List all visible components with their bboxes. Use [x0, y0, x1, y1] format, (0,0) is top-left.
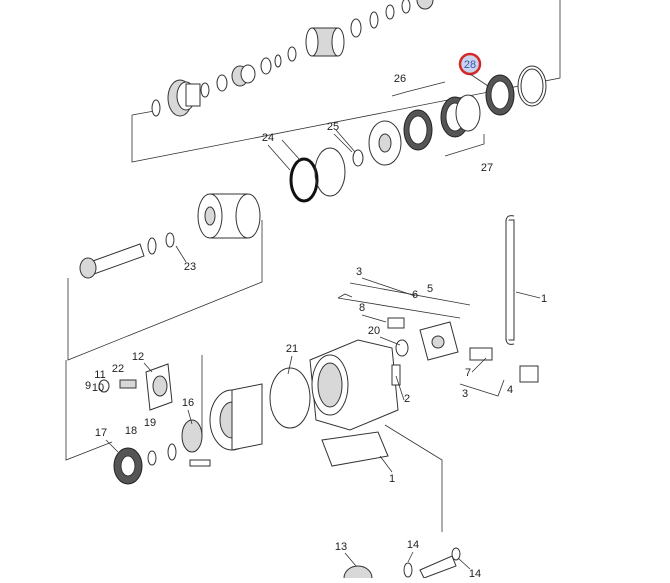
- label-13[interactable]: 13: [335, 541, 347, 553]
- label-11[interactable]: 11: [94, 369, 105, 381]
- label-8[interactable]: 8: [359, 302, 365, 314]
- label-10[interactable]: 10: [92, 382, 104, 394]
- label-20[interactable]: 20: [368, 325, 380, 337]
- bottom-shaft: [343, 547, 461, 583]
- pipe-assembly: [505, 215, 541, 345]
- label-19[interactable]: 19: [144, 417, 156, 429]
- label-22[interactable]: 22: [112, 363, 124, 375]
- top-shaft-parts: [151, 0, 434, 117]
- clutch-pack: [352, 65, 547, 167]
- label-2[interactable]: 2: [404, 393, 410, 405]
- label-16[interactable]: 16: [182, 397, 194, 409]
- label-3-upper[interactable]: 3: [356, 266, 362, 278]
- label-14-left[interactable]: 14: [407, 539, 419, 551]
- input-shaft: [67, 220, 263, 361]
- label-28[interactable]: 28: [464, 59, 476, 71]
- label-14-right[interactable]: 14: [469, 568, 481, 580]
- label-1-gasket[interactable]: 1: [389, 473, 395, 485]
- label-12[interactable]: 12: [132, 351, 144, 363]
- small-parts-left: [98, 379, 211, 485]
- label-25[interactable]: 25: [327, 121, 339, 133]
- drum: [197, 193, 261, 239]
- label-9[interactable]: 9: [85, 380, 91, 392]
- label-5[interactable]: 5: [427, 283, 433, 295]
- lower-left-frame: [65, 355, 203, 461]
- leader-lines: [105, 73, 489, 570]
- label-24[interactable]: 24: [262, 132, 274, 144]
- flange-cover: [145, 363, 173, 411]
- label-3-lower[interactable]: 3: [462, 388, 468, 400]
- label-23[interactable]: 23: [184, 261, 196, 273]
- valve-body: [337, 282, 539, 397]
- main-housing: [269, 339, 443, 532]
- label-26[interactable]: 26: [394, 73, 406, 85]
- label-6[interactable]: 6: [412, 289, 418, 301]
- label-7[interactable]: 7: [465, 367, 471, 379]
- label-17[interactable]: 17: [95, 427, 107, 439]
- pump-housing: [209, 383, 263, 451]
- seal-ring-24: [281, 129, 356, 203]
- callout-labels: 28 26 27 24 25 23 3 5 6 1 8 20 7 4 3 2 2…: [85, 52, 547, 580]
- label-4[interactable]: 4: [507, 384, 513, 396]
- label-1-pipe[interactable]: 1: [541, 293, 547, 305]
- label-18[interactable]: 18: [125, 425, 137, 437]
- label-21[interactable]: 21: [286, 343, 298, 355]
- label-27[interactable]: 27: [481, 162, 493, 174]
